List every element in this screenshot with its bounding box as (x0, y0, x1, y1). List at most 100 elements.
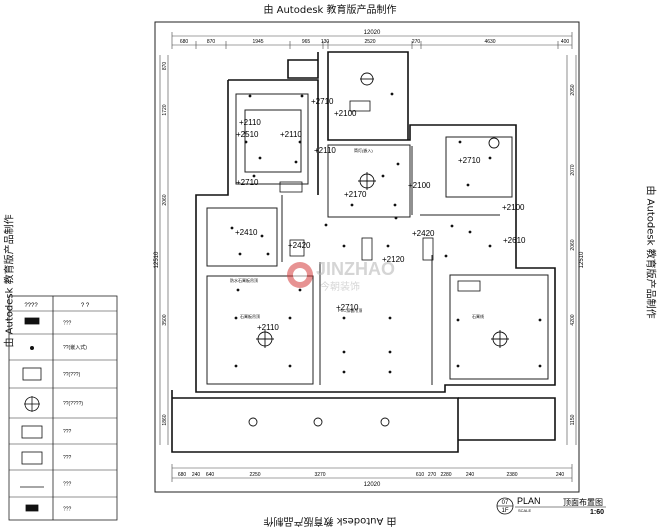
dim-top-total: 12020 (364, 30, 381, 36)
downlight (396, 162, 400, 166)
elevation-label: +2100 (334, 109, 357, 118)
dim-left-value: 3500 (162, 314, 168, 325)
dim-bottom-value: 240 (466, 472, 475, 478)
downlight (381, 174, 385, 178)
title-scale-word: SCALE (518, 508, 531, 513)
legend-row-label: ??(???) (63, 372, 81, 378)
downlight (488, 244, 492, 248)
dim-bottom-value: 240 (192, 472, 201, 478)
elevation-label: +2110 (257, 323, 279, 332)
downlight (350, 203, 354, 207)
elevation-label: +2710 (236, 178, 259, 187)
elevation-label: +2100 (502, 203, 525, 212)
downlight (288, 316, 292, 320)
downlight (342, 350, 346, 354)
title-floor: 1F (501, 508, 508, 514)
downlight (342, 370, 346, 374)
downlight (456, 364, 460, 368)
downlight (450, 224, 454, 228)
downlight (466, 183, 470, 187)
downlight (393, 203, 397, 207)
downlight (324, 223, 328, 227)
elevation-label: +2120 (382, 255, 405, 264)
room-note: 石膏板吊顶 (240, 313, 260, 319)
title-name: 顶面布置图 (563, 497, 603, 507)
dim-top-value: 680 (180, 39, 189, 45)
dim-left-value: 2060 (162, 194, 168, 205)
downlight (444, 254, 448, 258)
elevation-label: +2420 (412, 229, 435, 238)
elevation-label: +2710 (458, 156, 481, 165)
elevation-label: +2510 (236, 130, 259, 139)
legend-row-label: ??(????) (63, 401, 83, 407)
legend-header-2: ? ? (81, 303, 90, 309)
downlight (388, 350, 392, 354)
downlight (388, 370, 392, 374)
top-dimensions (171, 32, 573, 49)
title-scale: 1:60 (590, 509, 604, 516)
dim-bottom-value: 2280 (440, 472, 451, 478)
elevation-label: +2710 (336, 303, 359, 312)
dim-left-total: 12510 (154, 251, 160, 268)
downlight (236, 288, 240, 292)
room-note: 石膏线 (472, 313, 484, 319)
downlight (342, 244, 346, 248)
dim-right-value: 2060 (570, 239, 576, 250)
downlight-dots (230, 92, 542, 374)
downlight (288, 364, 292, 368)
elevation-label: +2100 (408, 181, 431, 190)
dim-bottom-value: 270 (428, 472, 437, 478)
elevation-label: +2110 (314, 146, 336, 155)
dim-bottom-value: 3270 (314, 472, 325, 478)
downlight (468, 230, 472, 234)
downlight (488, 156, 492, 160)
downlight (388, 316, 392, 320)
downlight (394, 216, 398, 220)
dim-bottom-value: 2250 (249, 472, 260, 478)
dim-bottom-total: 12020 (364, 482, 381, 488)
title-label: PLAN (517, 496, 541, 506)
bottom-dimensions (171, 464, 573, 482)
downlight (458, 140, 462, 144)
elevation-label: +2420 (288, 241, 311, 250)
downlight (266, 252, 270, 256)
dim-right-total: 12510 (579, 251, 585, 268)
downlight (258, 156, 262, 160)
partitions (206, 93, 549, 385)
room-note: 筒灯(嵌入) (354, 147, 373, 153)
downlight (538, 318, 542, 322)
downlight (234, 316, 238, 320)
side-dimensions (159, 55, 577, 445)
downlight (300, 94, 304, 98)
dim-left-value: 1720 (162, 104, 168, 115)
downlight (244, 140, 248, 144)
downlight (234, 364, 238, 368)
dim-right-value: 2070 (570, 164, 576, 175)
downlight (248, 94, 252, 98)
dim-bottom-value: 640 (206, 472, 215, 478)
elevation-label: +2710 (311, 97, 334, 106)
legend-row-label: ??? (63, 321, 72, 327)
downlight (298, 140, 302, 144)
downlight (260, 234, 264, 238)
elevation-label: +2110 (280, 130, 302, 139)
legend-symbols (20, 317, 44, 512)
dim-bottom-value: 240 (556, 472, 565, 478)
dim-right-value: 1150 (570, 414, 576, 425)
watermark: JINZHAO 今朝装饰 (287, 259, 395, 293)
downlight (298, 288, 302, 292)
room-note: 防水石膏板吊顶 (230, 277, 258, 283)
room-note: PVC扣板吊顶 (338, 307, 362, 313)
dim-bottom-value: 680 (178, 472, 187, 478)
downlight (294, 160, 298, 164)
elevation-label: +2170 (344, 190, 367, 199)
elevation-label: +2110 (239, 118, 261, 127)
dim-left-value: 1860 (162, 414, 168, 425)
